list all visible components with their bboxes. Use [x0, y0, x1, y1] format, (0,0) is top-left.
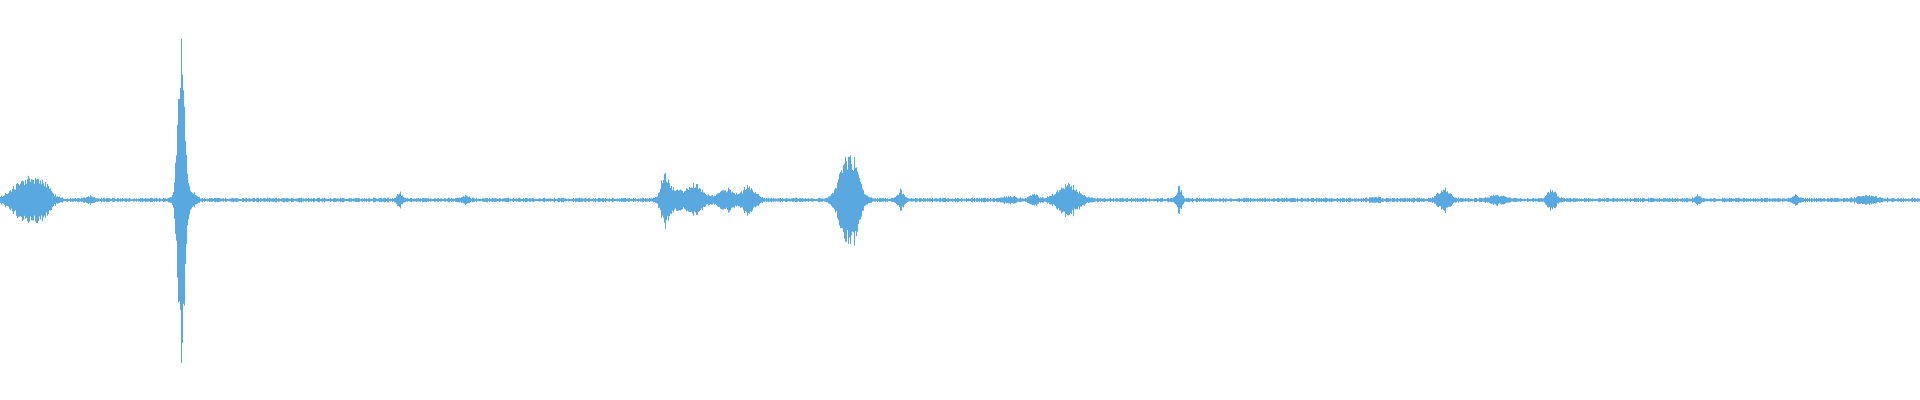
waveform-trace — [0, 38, 1920, 364]
